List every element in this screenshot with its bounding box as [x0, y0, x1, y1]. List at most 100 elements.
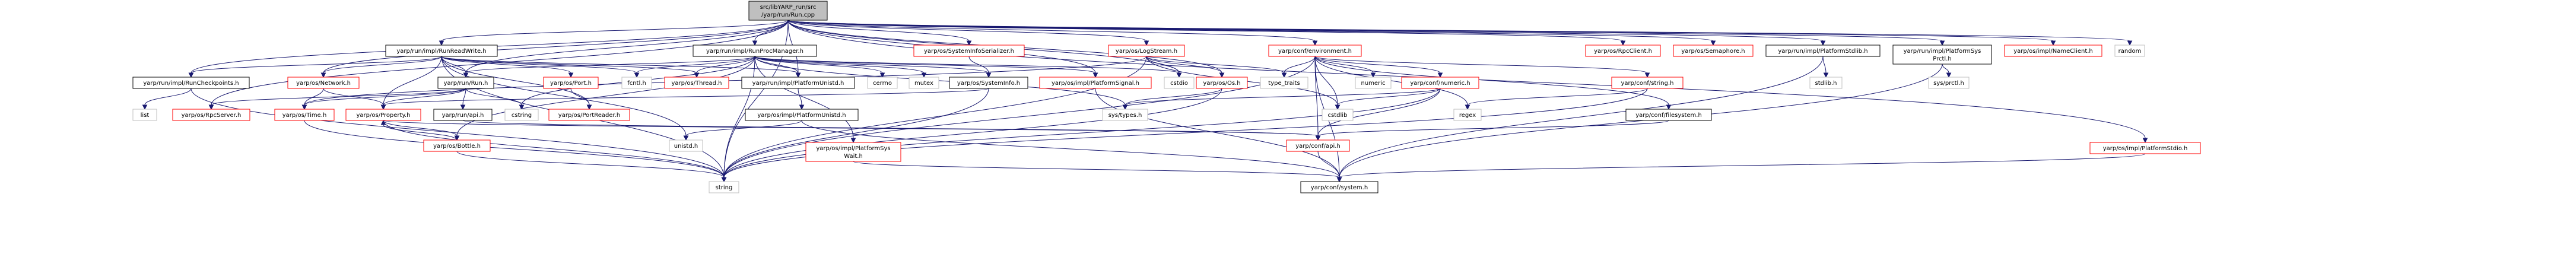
node-label: yarp/run/impl/RunCheckpoints.h	[143, 80, 239, 87]
node-box	[2089, 142, 2201, 154]
node-box	[2114, 45, 2145, 57]
node-label: yarp/os/Property.h	[357, 112, 411, 119]
edge-RunProcManager-to-cstdio	[754, 56, 1182, 78]
node-conf_string[interactable]: yarp/conf/string.h	[1611, 77, 1684, 89]
node-Thread[interactable]: yarp/os/Thread.h	[664, 77, 729, 89]
edge-RunProcManager-to-SystemInfo	[754, 56, 992, 78]
edge-PlatformStdlib-to-system	[1336, 56, 1824, 183]
node-label: yarp/os/impl/PlatformSignal.h	[1052, 80, 1139, 87]
node-label: cstdio	[1170, 80, 1188, 87]
node-label: random	[2118, 48, 2142, 55]
node-label: cstdlib	[1328, 112, 1348, 119]
edge-PlatformSysPrctl-to-sysprctl	[1942, 63, 1952, 78]
node-box	[437, 77, 494, 89]
edge-conf_numeric-to-string	[721, 88, 1441, 183]
node-box	[423, 139, 491, 152]
node-box	[1673, 45, 1754, 57]
node-label: yarp/run/impl/PlatformSys	[1904, 48, 1981, 55]
node-PlatformUnistd[interactable]: yarp/run/impl/PlatformUnistd.h	[741, 77, 855, 89]
node-Property[interactable]: yarp/os/Property.h	[345, 109, 421, 121]
edge-OsPlatformUnistd-to-unistd	[683, 120, 802, 141]
node-label: cerrno	[873, 80, 892, 87]
node-box	[909, 77, 939, 89]
node-system[interactable]: yarp/conf/system.h	[1300, 181, 1378, 193]
node-label: yarp/os/PortReader.h	[558, 112, 620, 119]
node-label: yarp/os/Time.h	[282, 112, 327, 119]
node-box	[709, 181, 739, 193]
edge-RunReadWrite-to-Port	[441, 56, 574, 78]
node-box	[1300, 181, 1378, 193]
node-runapi[interactable]: yarp/run/api.h	[433, 109, 493, 121]
node-conf_numeric[interactable]: yarp/conf/numeric.h	[1401, 77, 1479, 89]
node-label: yarp/run/Run.h	[444, 80, 488, 87]
node-label: yarp/os/RpcClient.h	[1594, 48, 1652, 55]
edge-SystemInfoSerializer-to-SystemInfo	[968, 56, 992, 78]
node-Network[interactable]: yarp/os/Network.h	[287, 77, 360, 89]
node-label: Prctl.h	[1933, 56, 1951, 62]
node-PortReader[interactable]: yarp/os/PortReader.h	[548, 109, 630, 121]
node-box	[548, 109, 630, 121]
node-box	[1102, 109, 1148, 121]
node-label: yarp/conf/string.h	[1621, 80, 1674, 87]
node-root[interactable]: src/libYARP_run/src/yarp/run/Run.cpp	[748, 1, 828, 21]
node-label: yarp/os/LogStream.h	[1116, 48, 1177, 55]
node-box	[664, 77, 729, 89]
node-label: string	[716, 185, 733, 191]
node-OsPlatformUnistd[interactable]: yarp/os/impl/PlatformUnistd.h	[745, 109, 859, 121]
node-Port[interactable]: yarp/os/Port.h	[543, 77, 599, 89]
node-Stdio[interactable]: yarp/os/impl/PlatformStdio.h	[2089, 142, 2201, 154]
node-Semaphore[interactable]: yarp/os/Semaphore.h	[1673, 45, 1754, 57]
edge-root-to-LogStream	[787, 20, 1149, 46]
node-box	[345, 109, 421, 121]
node-stdlib: stdlib.h	[1809, 77, 1843, 89]
edge-Port-to-PortReader	[570, 88, 592, 110]
node-numeric: numeric	[1355, 77, 1392, 89]
node-RunProcManager[interactable]: yarp/run/impl/RunProcManager.h	[693, 45, 817, 57]
node-label: numeric	[1361, 80, 1386, 87]
node-PlatformSignal[interactable]: yarp/os/impl/PlatformSignal.h	[1039, 77, 1152, 89]
node-box	[274, 109, 335, 121]
node-label: yarp/conf/api.h	[1295, 143, 1341, 150]
edge-SystemInfo-to-Property	[380, 88, 989, 110]
node-SystemInfo[interactable]: yarp/os/SystemInfo.h	[949, 77, 1028, 89]
node-box	[1268, 45, 1362, 57]
node-cstring: cstring	[504, 109, 539, 121]
node-RpcServer[interactable]: yarp/os/RpcServer.h	[172, 109, 250, 121]
node-RunReadWrite[interactable]: yarp/run/impl/RunReadWrite.h	[385, 45, 498, 57]
edge-Property-to-Bottle	[383, 120, 460, 141]
node-environment[interactable]: yarp/conf/environment.h	[1268, 45, 1362, 57]
node-SystemInfoSerializer[interactable]: yarp/os/SystemInfoSerializer.h	[913, 45, 1025, 57]
node-Time[interactable]: yarp/os/Time.h	[274, 109, 335, 121]
node-box	[1928, 77, 1970, 89]
nodes-layer: src/libYARP_run/src/yarp/run/Run.cppyarp…	[132, 1, 2201, 193]
node-confapi[interactable]: yarp/conf/api.h	[1286, 139, 1350, 152]
node-RunCheckpoints[interactable]: yarp/run/impl/RunCheckpoints.h	[132, 77, 250, 89]
node-PlatformStdlib[interactable]: yarp/run/impl/PlatformStdlib.h	[1765, 45, 1881, 57]
edge-environment-to-filesystem	[1314, 56, 1672, 110]
node-label: cstring	[512, 112, 532, 119]
node-label: yarp/conf/system.h	[1311, 185, 1368, 191]
node-label: yarp/os/Network.h	[296, 80, 351, 87]
node-box	[1401, 77, 1479, 89]
node-filesystem[interactable]: yarp/conf/filesystem.h	[1625, 109, 1712, 121]
node-label: yarp/os/Port.h	[550, 80, 592, 87]
edge-root-to-random	[787, 20, 2133, 46]
edge-RunReadWrite-to-RunCheckpoints	[188, 56, 442, 78]
node-label: yarp/run/impl/PlatformStdlib.h	[1778, 48, 1867, 55]
node-RpcClient[interactable]: yarp/os/RpcClient.h	[1585, 45, 1661, 57]
node-Bottle[interactable]: yarp/os/Bottle.h	[423, 139, 491, 152]
node-label: yarp/os/SystemInfoSerializer.h	[924, 48, 1014, 55]
node-LogStream[interactable]: yarp/os/LogStream.h	[1108, 45, 1185, 57]
node-NameClient[interactable]: yarp/os/impl/NameClient.h	[2004, 45, 2102, 57]
node-box	[1108, 45, 1185, 57]
node-cerrno: cerrno	[867, 77, 898, 89]
node-box	[1625, 109, 1712, 121]
edge-LogStream-to-cstdio	[1146, 56, 1182, 78]
node-Os[interactable]: yarp/os/Os.h	[1196, 77, 1248, 89]
edge-RunCheckpoints-to-string	[190, 88, 727, 183]
node-RunH[interactable]: yarp/run/Run.h	[437, 77, 494, 89]
edge-SysWait-to-system	[853, 161, 1342, 183]
